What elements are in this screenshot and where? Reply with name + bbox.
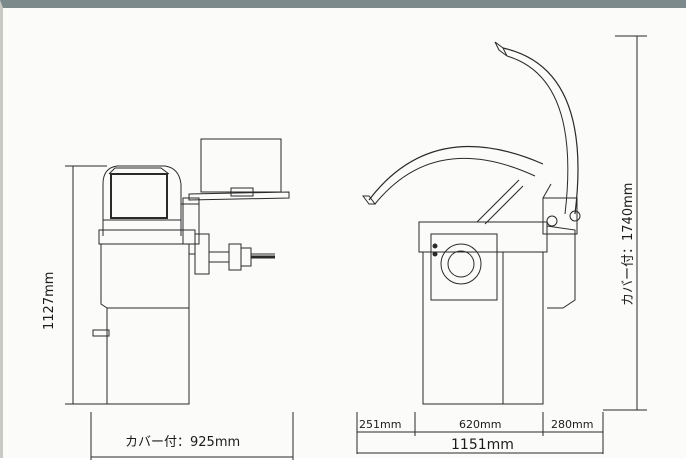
monitor-screen [110, 173, 168, 219]
tray-handle [230, 187, 254, 197]
hood-arc-outer [368, 146, 544, 201]
support-diagonal [476, 179, 520, 223]
hinge-pin-right [569, 210, 581, 222]
hood-arc-inner [374, 157, 536, 205]
tall-arc-inner [506, 55, 569, 215]
side-column [182, 197, 200, 245]
front-dimension-lines [356, 35, 647, 454]
side-height-label: 1127mm [42, 271, 57, 330]
front-left-label: 251mm [359, 418, 402, 431]
front-middle-label: 620mm [459, 418, 502, 431]
front-total-label: 1151mm [451, 437, 514, 453]
side-view-machine [92, 138, 290, 405]
cover-tray [188, 191, 290, 201]
hinge-pin-left [546, 215, 558, 227]
indicator-dot [432, 243, 438, 249]
hood-tip [362, 195, 376, 205]
technical-drawing [65, 35, 647, 460]
hinge-block [542, 197, 578, 235]
shaft-housing [194, 233, 210, 275]
motor-disk-inner [447, 250, 475, 278]
hinge-arm [542, 183, 552, 199]
cone [240, 247, 252, 267]
foot-bar [92, 329, 110, 337]
side-width-label: カバー付：925mm [125, 435, 241, 450]
front-view-machine [362, 41, 581, 405]
tall-arc-outer [502, 47, 579, 215]
front-cabinet [422, 251, 544, 405]
cabinet-body [100, 244, 190, 405]
side-dimension-lines [65, 165, 294, 460]
right-panel [546, 225, 576, 309]
front-height-label: カバー付：1740mm [621, 182, 636, 306]
monitor-hood [102, 165, 182, 236]
cover-panel [200, 138, 282, 193]
support-diagonal-2 [484, 185, 524, 225]
front-top-band [418, 221, 548, 253]
shaft-collar [208, 251, 230, 263]
motor-housing [430, 233, 498, 301]
tall-arc-tip [494, 41, 508, 57]
monitor-top-bevel [108, 167, 170, 175]
front-right-label: 280mm [551, 418, 594, 431]
flange [228, 243, 242, 271]
indicator-dot [432, 251, 438, 257]
motor-disk-outer [440, 243, 482, 285]
